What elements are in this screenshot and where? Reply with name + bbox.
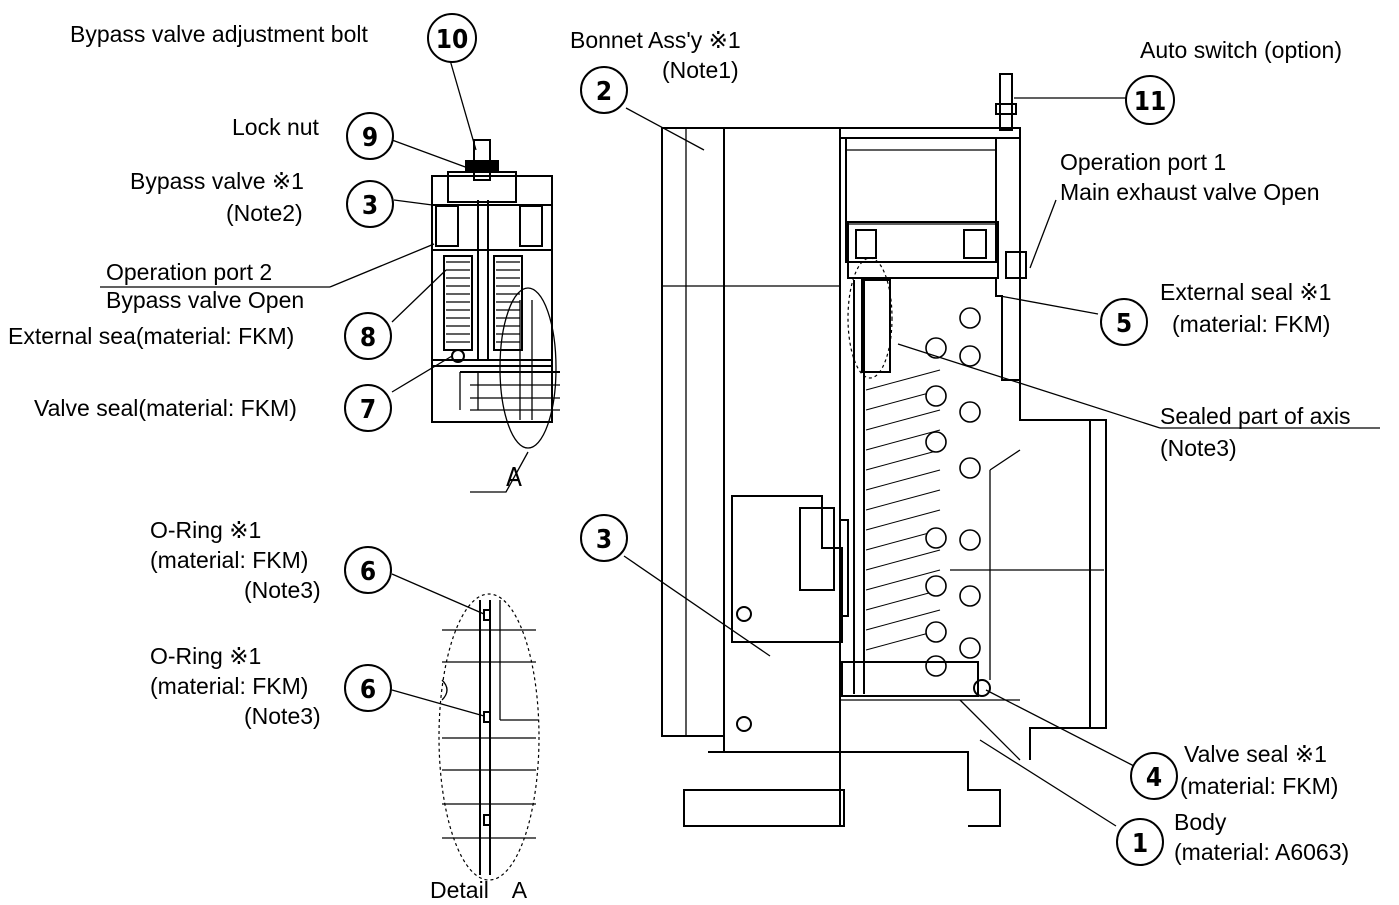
- label-oring-upper-note: (Note3): [244, 577, 321, 603]
- label-bypass-adjustment-bolt: Bypass valve adjustment bolt: [70, 21, 368, 47]
- label-external-seal-right-material: (material: FKM): [1172, 311, 1330, 337]
- leader-lines: [100, 59, 1380, 827]
- balloon-7-number: 7: [360, 395, 376, 425]
- balloon-3-body-number: 3: [596, 525, 612, 555]
- label-operation-port-1-desc: Main exhaust valve Open: [1060, 179, 1320, 205]
- label-operation-port-2-desc: Bypass valve Open: [106, 287, 304, 313]
- balloon-9-number: 9: [362, 123, 378, 153]
- balloon-9: 9: [346, 112, 394, 160]
- balloon-6-lower-number: 6: [360, 675, 376, 705]
- label-oring-upper-material: (material: FKM): [150, 547, 308, 573]
- balloon-6-upper-number: 6: [360, 557, 376, 587]
- label-operation-port-2: Operation port 2: [106, 259, 272, 285]
- balloon-2-number: 2: [596, 77, 612, 107]
- label-external-seal-right: External seal ※1: [1160, 279, 1331, 305]
- balloon-3-body: 3: [580, 514, 628, 562]
- balloon-5: 5: [1100, 298, 1148, 346]
- balloon-4-number: 4: [1146, 763, 1162, 793]
- label-auto-switch: Auto switch (option): [1140, 37, 1342, 63]
- label-bypass-valve-note: (Note2): [226, 200, 303, 226]
- label-valve-seal-right: Valve seal ※1: [1184, 741, 1327, 767]
- label-detail-mark: A: [506, 463, 522, 493]
- balloon-8: 8: [344, 312, 392, 360]
- balloon-11: 11: [1125, 75, 1175, 125]
- label-operation-port-1: Operation port 1: [1060, 149, 1226, 175]
- bypass-valve-drawing: [431, 139, 560, 493]
- label-lock-nut: Lock nut: [232, 114, 320, 140]
- balloon-6-lower: 6: [344, 664, 392, 712]
- label-bypass-valve: Bypass valve ※1: [130, 168, 304, 194]
- balloon-2: 2: [580, 66, 628, 114]
- label-valve-seal-left: Valve seal(material: FKM): [34, 395, 297, 421]
- balloon-3-bypass: 3: [346, 180, 394, 228]
- label-external-sea: External sea(material: FKM): [8, 323, 294, 349]
- balloon-1-number: 1: [1132, 829, 1148, 859]
- balloon-4: 4: [1130, 752, 1178, 800]
- balloon-3-bypass-number: 3: [362, 191, 378, 221]
- balloon-7: 7: [344, 384, 392, 432]
- label-valve-seal-right-material: (material: FKM): [1180, 773, 1338, 799]
- balloon-11-number: 11: [1134, 87, 1167, 117]
- label-body: Body: [1174, 809, 1227, 835]
- balloon-1: 1: [1116, 818, 1164, 866]
- label-oring-lower-material: (material: FKM): [150, 673, 308, 699]
- label-body-material: (material: A6063): [1174, 839, 1349, 865]
- label-oring-upper: O-Ring ※1: [150, 517, 261, 543]
- detail-a-drawing: [438, 593, 540, 881]
- label-oring-lower: O-Ring ※1: [150, 643, 261, 669]
- label-sealed-axis: Sealed part of axis: [1160, 403, 1351, 429]
- label-bonnet-note: (Note1): [662, 57, 739, 83]
- label-sealed-axis-note: (Note3): [1160, 435, 1237, 461]
- balloon-10-number: 10: [436, 25, 469, 55]
- balloon-5-number: 5: [1116, 309, 1132, 339]
- main-valve-drawing: [661, 73, 1107, 827]
- balloon-6-upper: 6: [344, 546, 392, 594]
- balloon-8-number: 8: [360, 323, 376, 353]
- label-oring-lower-note: (Note3): [244, 703, 321, 729]
- balloon-10: 10: [427, 13, 477, 63]
- label-detail-a: Detail A: [430, 877, 528, 903]
- label-bonnet: Bonnet Ass'y ※1: [570, 27, 741, 53]
